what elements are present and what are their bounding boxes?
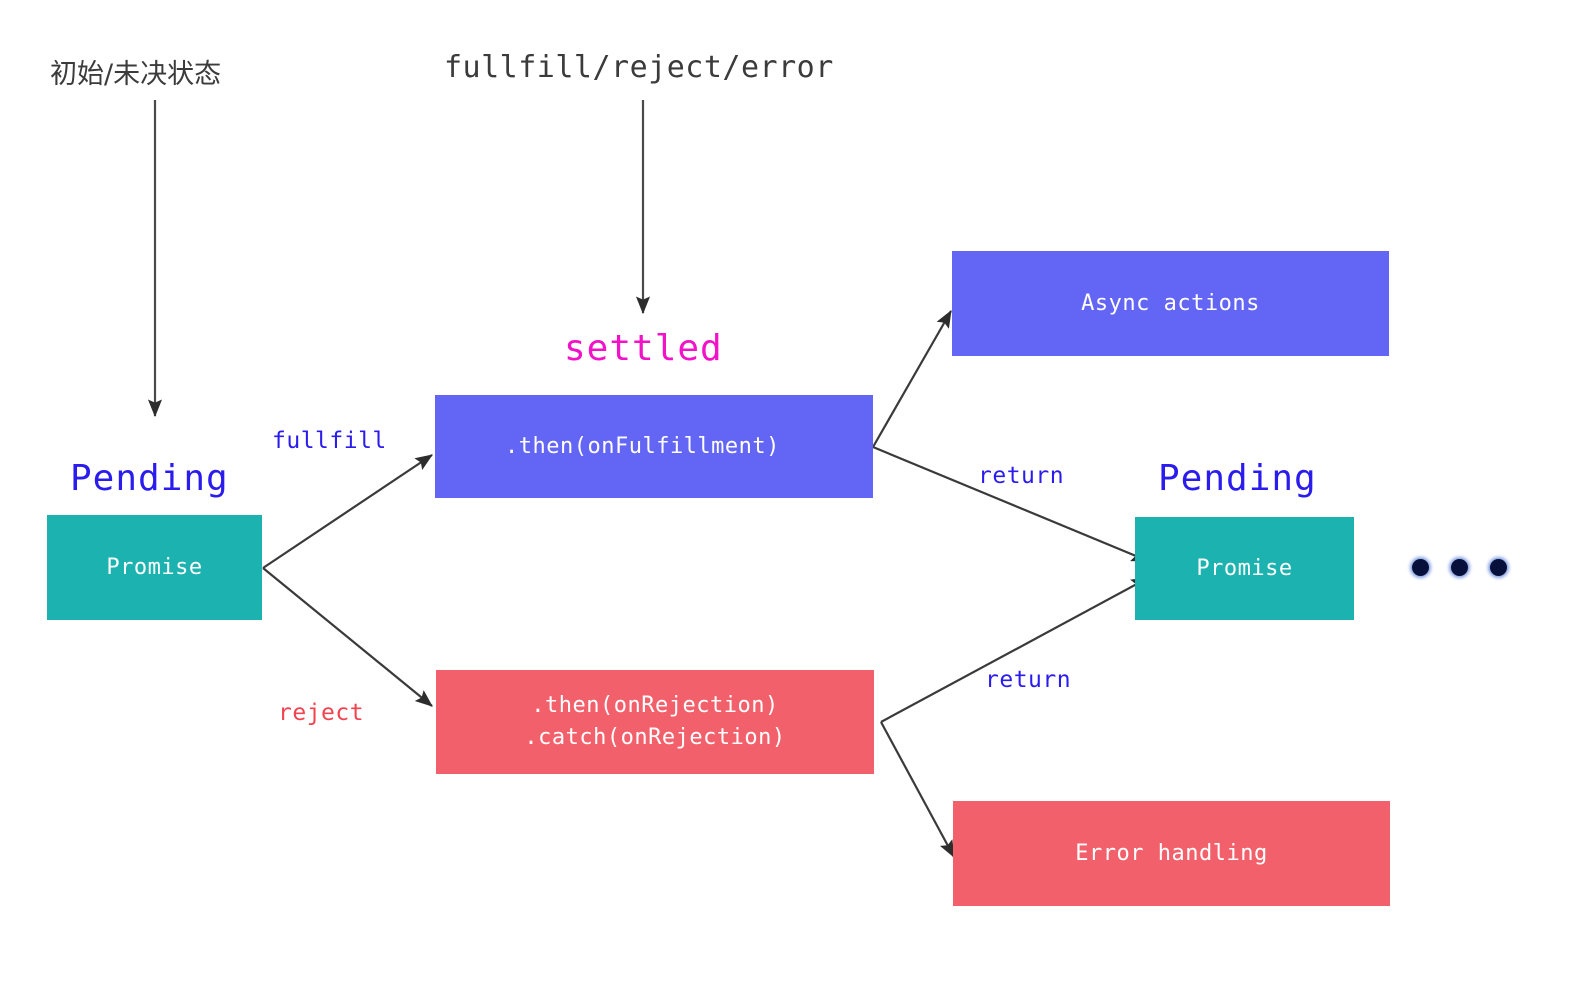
edge-promise-to-then-reject (262, 567, 433, 707)
edge-promise-to-then-fulfill (262, 454, 433, 569)
ellipsis-dot-3 (1490, 559, 1507, 576)
node-then-catch-on-rejection[interactable]: .then(onRejection) .catch(onRejection) (436, 670, 874, 774)
edge-label-return-bottom: return (985, 667, 1072, 693)
edge-label-fullfill: fullfill (272, 428, 387, 454)
annotation-settle-trigger: fullfill/reject/error (444, 50, 834, 85)
node-error-handling[interactable]: Error handling (953, 801, 1390, 906)
state-label-pending-right: Pending (1158, 458, 1317, 499)
edge-then-reject-to-promise-right (880, 577, 1149, 723)
annotation-initial-state: 初始/未决状态 (50, 59, 222, 90)
node-promise-right[interactable]: Promise (1135, 517, 1354, 620)
continuation-ellipsis (1412, 559, 1507, 576)
edge-label-return-top: return (978, 463, 1065, 489)
node-promise-left[interactable]: Promise (47, 515, 262, 620)
edge-label-reject: reject (278, 700, 365, 726)
ellipsis-dot-2 (1451, 559, 1468, 576)
node-async-actions[interactable]: Async actions (952, 251, 1389, 356)
node-then-on-fulfillment[interactable]: .then(onFulfillment) (435, 395, 873, 498)
edge-then-fulfill-to-async (872, 310, 952, 448)
annotation-settled: settled (564, 328, 723, 369)
edge-then-reject-to-error-handling (880, 721, 955, 858)
state-label-pending-left: Pending (70, 458, 229, 499)
ellipsis-dot-1 (1412, 559, 1429, 576)
